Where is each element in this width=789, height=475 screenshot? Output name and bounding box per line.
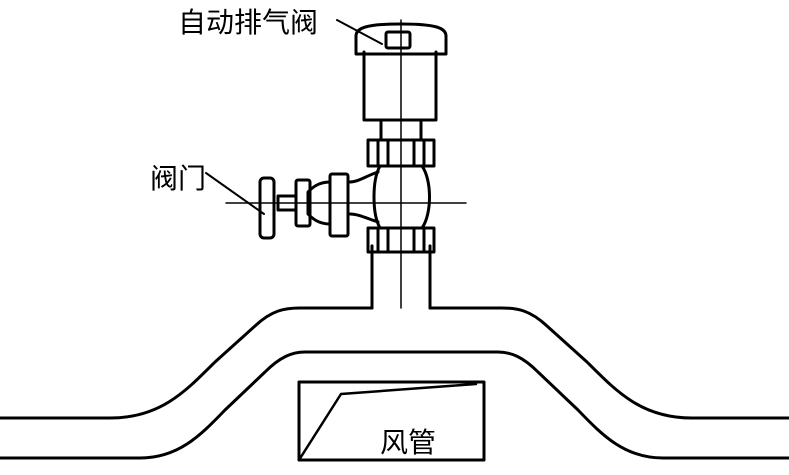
air-duct: 风管 (297, 380, 486, 462)
valve-handwheel (258, 176, 276, 240)
riser-pipe (370, 19, 432, 310)
lower-hex-nut (366, 226, 436, 254)
valve-leader-line (205, 172, 265, 215)
valve-body (306, 180, 332, 226)
vent-top-knob (384, 30, 412, 50)
curved-pipe (0, 244, 789, 460)
duct-label: 风管 (380, 426, 436, 459)
air-vent-leader-line (336, 19, 383, 45)
duct-diagonal-shape (297, 382, 478, 462)
valve-label: 阀门 (150, 162, 206, 195)
valve-stem (276, 194, 298, 212)
air-vent-label: 自动排气阀 (178, 6, 318, 39)
gate-valve (258, 172, 350, 240)
valve-flange-right (328, 172, 350, 238)
tee-side-branch (348, 170, 380, 224)
pipe-inner-wall (0, 350, 789, 460)
tee-fitting (225, 118, 467, 254)
upper-hex-nut (366, 138, 436, 168)
tee-body (372, 164, 431, 230)
duct-box (297, 380, 486, 462)
pipe-outer-wall (0, 244, 789, 420)
callouts: 自动排气阀 阀门 (150, 6, 383, 215)
vent-body (362, 50, 438, 122)
